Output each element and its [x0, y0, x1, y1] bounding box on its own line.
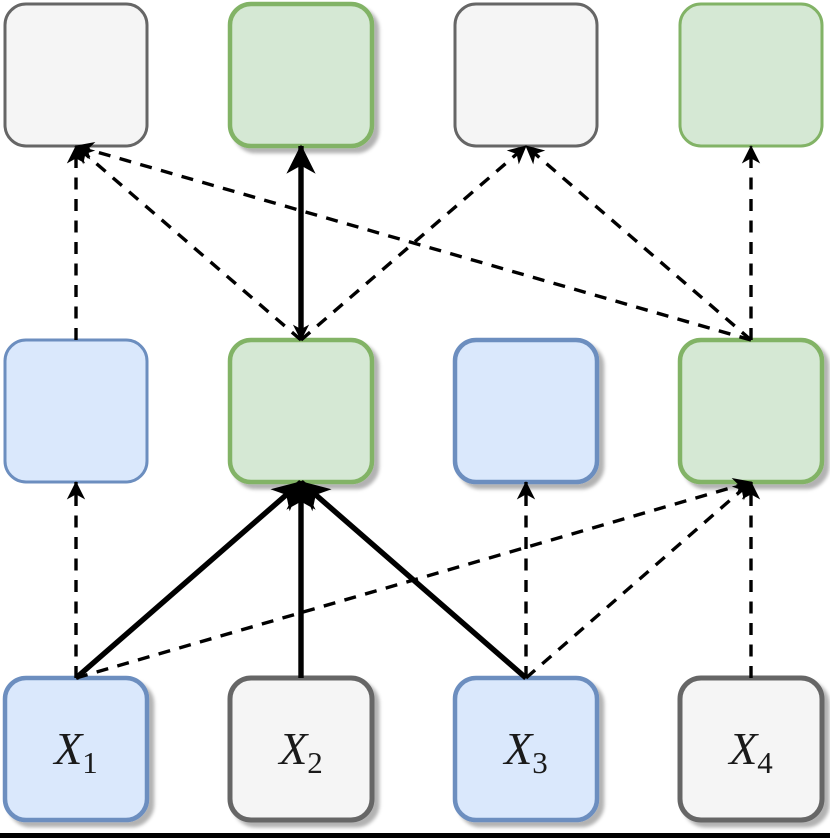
edge-x-3-to-mid-2-solid-arrow	[299, 479, 528, 681]
nodes-layer: X1 X2 X3 X4	[2, 1, 825, 823]
node-top-2	[227, 1, 375, 149]
node-mid-3	[452, 337, 600, 485]
node-top-4	[678, 2, 824, 148]
node-top-1	[3, 2, 149, 148]
edges-layer	[66, 141, 761, 681]
edge-x-1-to-mid-2-solid-arrow	[74, 479, 303, 681]
edge-mid-4-to-top-1-dashed-arrow	[75, 141, 752, 342]
node-mid-4	[677, 337, 825, 485]
edge-mid-4-to-top-3-dashed-arrow	[524, 144, 753, 342]
label-x-1: X1	[52, 723, 98, 780]
label-x-2: X2	[277, 723, 323, 780]
label-x-3: X3	[502, 723, 548, 780]
edge-mid-2-to-top-3-dashed-arrow	[299, 144, 528, 342]
edge-mid-2-to-top-1-dashed-arrow	[74, 144, 303, 342]
node-mid-2	[227, 337, 375, 485]
node-mid-1	[3, 338, 149, 484]
label-x-4: X4	[727, 723, 773, 780]
bottom-border-rule	[0, 833, 830, 838]
edge-x-3-to-mid-4-dashed-arrow	[524, 480, 753, 680]
node-top-3	[453, 2, 599, 148]
